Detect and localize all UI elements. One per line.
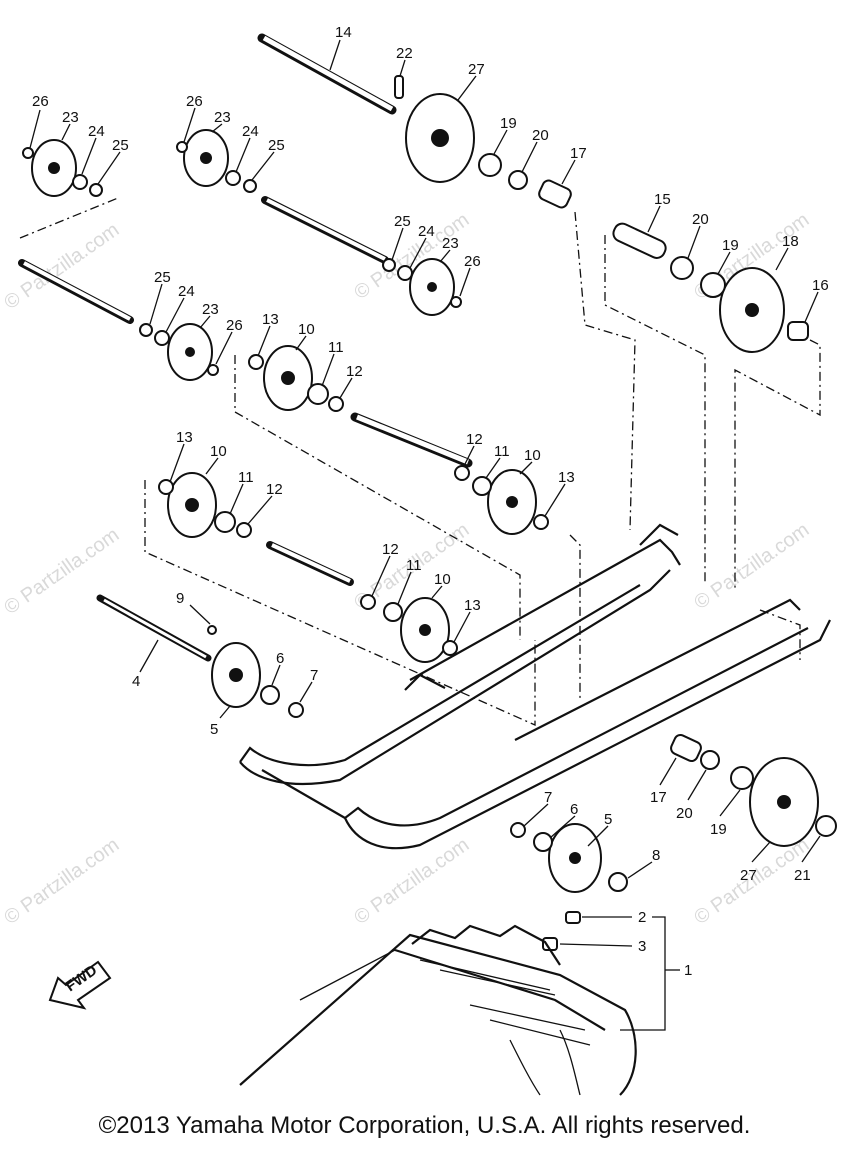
callout-6: 6 [570, 801, 578, 818]
callout-7: 7 [544, 789, 552, 806]
callout-1: 1 [684, 962, 692, 979]
callout-8: 8 [652, 847, 660, 864]
callout-labels: 14 22 27 26 23 24 25 26 23 24 25 19 20 1… [32, 24, 829, 979]
callout-25: 25 [268, 137, 285, 154]
callout-19: 19 [722, 237, 739, 254]
callout-25: 25 [112, 137, 129, 154]
callout-25: 25 [154, 269, 171, 286]
callout-12: 12 [266, 481, 283, 498]
bearing-and-ring-parts [22, 141, 837, 951]
callout-2: 2 [638, 909, 646, 926]
watermark: © Partzilla.com [0, 524, 123, 619]
callout-24: 24 [418, 223, 435, 240]
callout-14: 14 [335, 24, 352, 41]
callout-17: 17 [650, 789, 667, 806]
callout-11: 11 [494, 443, 510, 460]
parts-diagram: © Partzilla.com © Partzilla.com © Partzi… [0, 24, 837, 1096]
callout-12: 12 [466, 431, 483, 448]
callout-18: 18 [782, 233, 799, 250]
callout-20: 20 [676, 805, 693, 822]
callout-16: 16 [812, 277, 829, 294]
wheel-parts [31, 93, 819, 893]
callout-6: 6 [276, 650, 284, 667]
callout-15: 15 [654, 191, 671, 208]
callout-7: 7 [310, 667, 318, 684]
assembly-guide-lines [19, 197, 821, 726]
callout-10: 10 [434, 571, 451, 588]
collar-17a [538, 179, 572, 209]
callout-10: 10 [298, 321, 315, 338]
callout-19: 19 [710, 821, 727, 838]
forward-direction-arrow: FWD [48, 960, 112, 1010]
watermark: © Partzilla.com [690, 519, 813, 614]
slide-rail-frame [239, 523, 831, 850]
callout-27: 27 [468, 61, 485, 78]
callout-25: 25 [394, 213, 411, 230]
callout-12: 12 [382, 541, 399, 558]
callout-10: 10 [524, 447, 541, 464]
callout-24: 24 [242, 123, 259, 140]
callout-22: 22 [396, 45, 413, 62]
callout-20: 20 [692, 211, 709, 228]
callout-24: 24 [88, 123, 105, 140]
callout-4: 4 [132, 673, 140, 690]
callout-21: 21 [794, 867, 811, 884]
callout-26: 26 [464, 253, 481, 270]
callout-11: 11 [328, 339, 344, 356]
callout-26: 26 [226, 317, 243, 334]
leader-lines [29, 39, 821, 1031]
collar-17b [670, 733, 702, 763]
callout-26: 26 [186, 93, 203, 110]
callout-5: 5 [210, 721, 218, 738]
callout-26: 26 [32, 93, 49, 110]
callout-11: 11 [238, 469, 254, 486]
callout-19: 19 [500, 115, 517, 132]
callout-23: 23 [62, 109, 79, 126]
callout-5: 5 [604, 811, 612, 828]
callout-12: 12 [346, 363, 363, 380]
watermark: © Partzilla.com [350, 834, 473, 929]
track-assembly [239, 924, 637, 1096]
callout-23: 23 [202, 301, 219, 318]
spacer-15 [612, 222, 667, 259]
callout-13: 13 [262, 311, 279, 328]
callout-17: 17 [570, 145, 587, 162]
copyright-notice: ©2013 Yamaha Motor Corporation, U.S.A. A… [98, 1112, 751, 1139]
watermark: © Partzilla.com [0, 219, 123, 314]
collar-16 [787, 321, 809, 341]
callout-3: 3 [638, 938, 646, 955]
callout-24: 24 [178, 283, 195, 300]
callout-23: 23 [214, 109, 231, 126]
callout-13: 13 [558, 469, 575, 486]
watermark: © Partzilla.com [0, 834, 123, 929]
callout-27: 27 [740, 867, 757, 884]
shaft-parts [18, 33, 702, 763]
callout-11: 11 [406, 557, 422, 574]
callout-13: 13 [176, 429, 193, 446]
callout-9: 9 [176, 590, 184, 607]
callout-10: 10 [210, 443, 227, 460]
callout-13: 13 [464, 597, 481, 614]
callout-20: 20 [532, 127, 549, 144]
callout-23: 23 [442, 235, 459, 252]
pin-22 [394, 75, 404, 99]
